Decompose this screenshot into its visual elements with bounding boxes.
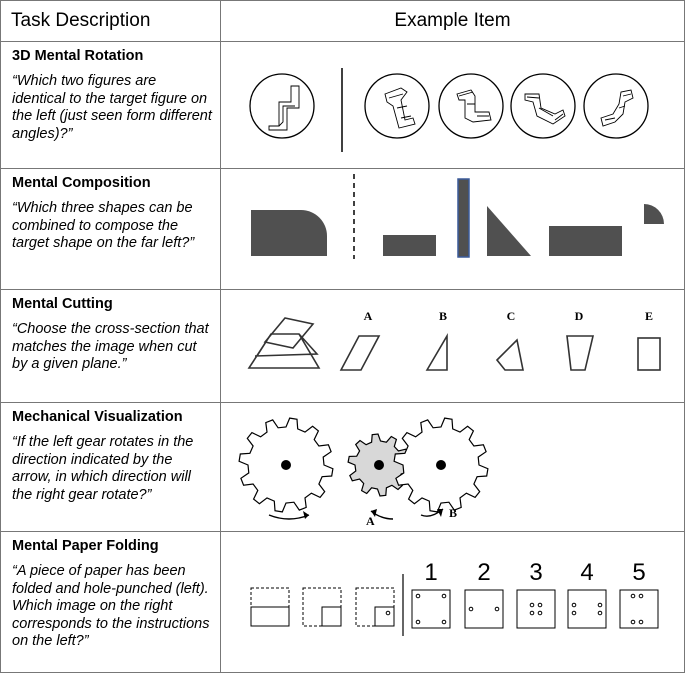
task-question: “A piece of paper has been folded and ho… [12, 563, 210, 649]
header-task-description: Task Description [0, 0, 221, 42]
row-description: 3D Mental Rotation “Which two figures ar… [0, 41, 221, 169]
option-figure-circle-2 [438, 73, 504, 139]
option-number-1: 1 [424, 559, 437, 586]
header-row: Task Description Example Item [0, 0, 685, 42]
answer-option-5 [619, 589, 659, 629]
row-description: Mental Cutting “Choose the cross-section… [0, 289, 221, 403]
shape-option-triangle [487, 206, 531, 256]
option-number-4: 4 [580, 559, 593, 586]
row-mental-rotation: 3D Mental Rotation “Which two figures ar… [0, 41, 685, 169]
row-description: Mental Composition “Which three shapes c… [0, 168, 221, 290]
option-figure-circle-1 [364, 73, 430, 139]
label-d: D [575, 309, 584, 323]
row-mental-paper-folding: Mental Paper Folding “A piece of paper h… [0, 531, 685, 673]
task-title: Mechanical Visualization [12, 409, 183, 425]
task-question: “Choose the cross-section that matches t… [12, 321, 209, 372]
label-b: B [439, 309, 447, 323]
cube-figure-3 [524, 93, 566, 125]
cube-figure-1 [384, 87, 416, 129]
task-question: “Which two figures are identical to the … [12, 73, 212, 142]
answer-option-2 [464, 589, 504, 629]
label-e: E [645, 309, 653, 323]
example-item [220, 41, 685, 169]
row-mental-composition: Mental Composition “Which three shapes c… [0, 168, 685, 290]
label-c: C [507, 309, 516, 323]
option-number-2: 2 [477, 559, 490, 586]
composition-shapes [251, 174, 664, 259]
header-example-item: Example Item [220, 0, 685, 42]
row-mental-cutting: Mental Cutting “Choose the cross-section… [0, 289, 685, 403]
shape-option-bar [457, 178, 470, 258]
target-shape [251, 210, 327, 256]
arrow-left-gear [268, 514, 310, 520]
cube-figure-4 [600, 89, 634, 127]
row-mechanical-visualization: Mechanical Visualization “If the left ge… [0, 402, 685, 532]
arrowhead-b [437, 509, 443, 517]
shape-option-rect [383, 235, 436, 256]
task-title: Mental Cutting [12, 296, 113, 312]
task-title: Mental Paper Folding [12, 538, 159, 554]
label-direction-b: B [449, 506, 457, 520]
gear-figures: A B [238, 417, 489, 528]
option-number-3: 3 [529, 559, 542, 586]
option-figure-circle-3 [510, 73, 576, 139]
cube-figure-2 [456, 89, 492, 123]
cross-section-b [425, 333, 448, 371]
label-a: A [364, 309, 373, 323]
task-question: “Which three shapes can be combined to c… [12, 200, 195, 251]
arrowhead-a [371, 509, 377, 517]
option-number-5: 5 [632, 559, 645, 586]
task-title: 3D Mental Rotation [12, 48, 144, 64]
prism-figure [247, 333, 321, 369]
answer-option-3 [516, 589, 556, 629]
example-item: A B [220, 402, 685, 532]
cross-section-a [339, 335, 381, 371]
option-figure-circle-4 [583, 73, 649, 139]
target-figure-circle [249, 73, 315, 139]
example-item: A B C D E [220, 289, 685, 403]
task-title: Mental Composition [12, 175, 151, 191]
shape-option-wide-rect [549, 226, 622, 256]
left-gear-hub [281, 460, 291, 470]
middle-gear-hub [374, 460, 384, 470]
rotation-figures [249, 68, 649, 152]
row-description: Mechanical Visualization “If the left ge… [0, 402, 221, 532]
shape-option-quarter-circle [644, 204, 664, 224]
row-description: Mental Paper Folding “A piece of paper h… [0, 531, 221, 673]
cube-figure-target [268, 85, 300, 131]
cross-section-e [637, 337, 661, 371]
right-gear-hub [436, 460, 446, 470]
cutting-plane [263, 317, 315, 349]
label-direction-a: A [366, 514, 375, 528]
cross-section-d [566, 335, 595, 371]
folding-figures: 1 2 3 4 5 [250, 559, 659, 636]
task-question: “If the left gear rotates in the directi… [12, 434, 194, 503]
arrowhead-left-gear [303, 511, 309, 519]
cross-section-c [495, 338, 524, 371]
answer-option-4 [567, 589, 607, 629]
cutting-figures: A B C D E [247, 309, 661, 371]
answer-option-1 [411, 589, 451, 629]
example-item [220, 168, 685, 290]
example-item: 1 2 3 4 5 [220, 531, 685, 673]
